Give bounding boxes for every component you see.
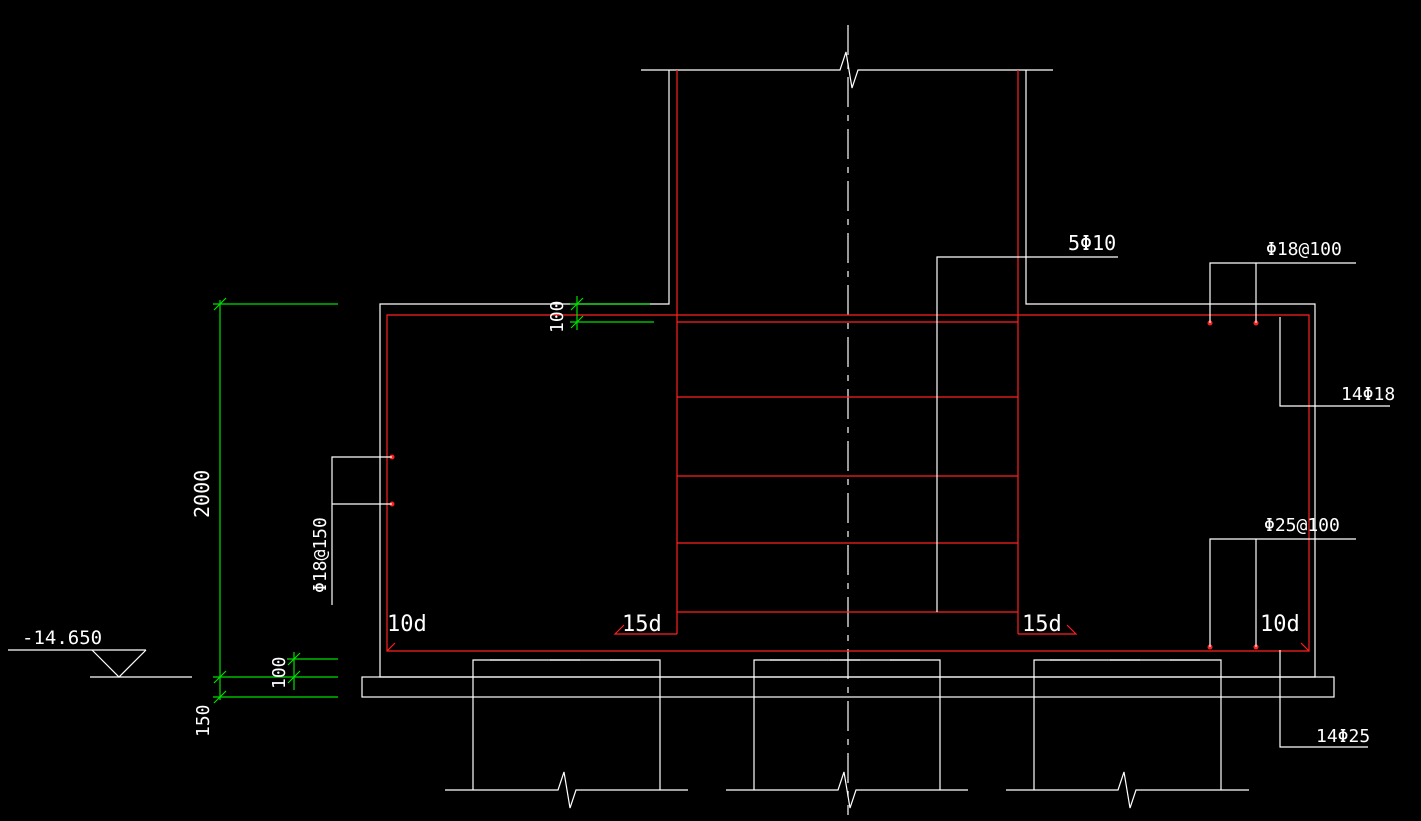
dim-text-cover-top: 100: [547, 300, 568, 333]
pile-left-break: [445, 771, 688, 809]
leader-bottom-distribution: [1209, 538, 1356, 647]
dim-text-cover-bottom: 100: [269, 656, 290, 689]
label-elevation: -14.650: [22, 627, 102, 649]
leader-column-stirrups: [936, 256, 1118, 612]
label-anchor-left-outer: 10d: [387, 612, 427, 637]
dim-text-cap-height: 2000: [190, 470, 214, 518]
label-bottom-distribution-bars: Φ25@100: [1264, 515, 1340, 536]
cap-rebar-bottom-hook-right: [1300, 642, 1310, 652]
cap-bottom-rebar: [386, 635, 1310, 652]
leader-bottom-main: [1279, 650, 1368, 748]
column-bar-left-hook: [613, 624, 677, 635]
cushion-layer: [361, 676, 1335, 698]
leader-side-bars: [331, 456, 392, 605]
pile-right-break: [1006, 771, 1249, 809]
elevation-marker: [8, 649, 192, 678]
column-bar-right-hook: [1018, 624, 1078, 635]
pile-center-break: [726, 771, 968, 809]
label-anchor-left-inner: 15d: [622, 612, 662, 637]
dim-tick: [213, 670, 227, 684]
dim-tick: [570, 315, 584, 329]
reinforcement: [386, 70, 1310, 652]
dim-tick: [287, 670, 301, 684]
leader-top-main: [1279, 317, 1390, 407]
label-bottom-main-bars: 14Φ25: [1316, 726, 1370, 747]
label-column-stirrups: 5Φ10: [1068, 231, 1116, 255]
label-top-main-bars: 14Φ18: [1341, 384, 1395, 405]
pile-right: [1033, 659, 1222, 790]
cap-rebar-cage: [386, 314, 1310, 635]
cap-rebar-bottom-hook-left: [386, 642, 396, 652]
dim-tick: [287, 652, 301, 666]
label-side-bars: Φ18@150: [310, 517, 331, 593]
pile-left: [472, 659, 661, 790]
label-anchor-right-outer: 10d: [1260, 612, 1300, 637]
leaders: [331, 256, 1390, 748]
label-top-distribution-bars: Φ18@100: [1266, 239, 1342, 260]
pile-center: [753, 659, 941, 790]
dim-tick: [213, 690, 227, 704]
dimensions: [213, 296, 654, 704]
elevation-triangle: [91, 649, 147, 678]
dim-tick: [213, 297, 227, 311]
leader-top-distribution: [1209, 262, 1356, 323]
dim-tick: [570, 297, 584, 311]
column-break-line: [641, 51, 1053, 89]
dim-text-cushion: 150: [193, 704, 214, 737]
piles: [445, 659, 1249, 809]
label-anchor-right-inner: 15d: [1022, 612, 1062, 637]
